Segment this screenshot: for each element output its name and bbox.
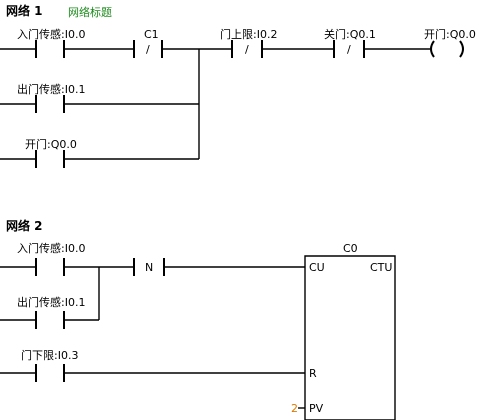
contact-exit-sensor-2-label[interactable]: 出门传感:I0.1 — [17, 296, 86, 309]
coil-open-door-label[interactable]: 开门:Q0.0 — [424, 28, 476, 41]
contact-exit-sensor-label[interactable]: 出门传感:I0.1 — [17, 83, 86, 96]
contact-open-door-seal-label[interactable]: 开门:Q0.0 — [25, 138, 77, 151]
counter-box — [305, 256, 395, 420]
counter-pin-cu: CU — [309, 261, 325, 274]
counter-pin-r: R — [309, 367, 317, 380]
contact-close-door-label[interactable]: 关门:Q0.1 — [324, 28, 376, 41]
contact-entry-sensor-2-label[interactable]: 入门传感:I0.0 — [17, 242, 86, 255]
network-1-title: 网络 1 — [6, 4, 43, 18]
network-1-comment[interactable]: 网络标题 — [68, 6, 112, 19]
network-2-title: 网络 2 — [6, 219, 43, 233]
contact-c1-nc-symbol: / — [146, 43, 150, 56]
contact-entry-sensor-label[interactable]: 入门传感:I0.0 — [17, 28, 86, 41]
contact-close-door-nc-symbol: / — [347, 43, 351, 56]
counter-type-ctu: CTU — [370, 261, 393, 274]
negate-n-symbol[interactable]: N — [145, 261, 154, 274]
counter-pin-pv: PV — [309, 402, 324, 415]
contact-upper-limit-nc-symbol: / — [245, 43, 249, 56]
counter-name[interactable]: C0 — [343, 242, 358, 255]
contact-c1-label[interactable]: C1 — [144, 28, 159, 41]
counter-pv-value[interactable]: 2 — [291, 402, 298, 415]
contact-upper-limit-label[interactable]: 门上限:I0.2 — [220, 28, 278, 41]
contact-lower-limit-label[interactable]: 门下限:I0.3 — [21, 349, 79, 362]
